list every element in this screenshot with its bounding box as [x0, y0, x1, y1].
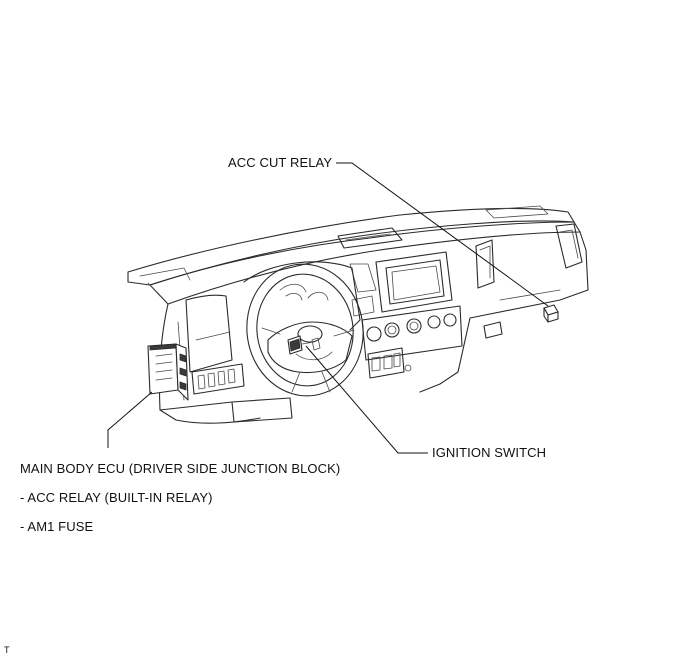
leader-lines	[107, 162, 549, 454]
main-body-ecu-leader	[107, 391, 153, 448]
ignition-switch	[287, 335, 321, 355]
acc-cut-relay	[543, 304, 559, 323]
steering-wheel	[246, 263, 364, 397]
acc-relay-label: - ACC RELAY (BUILT-IN RELAY)	[20, 490, 213, 505]
main-body-ecu	[147, 343, 189, 401]
dashboard-top	[127, 205, 581, 305]
instrument-cluster	[243, 261, 361, 331]
am1-fuse-label: - AM1 FUSE	[20, 519, 94, 534]
dashboard-body	[158, 223, 589, 424]
corner-mark: T	[4, 645, 10, 655]
ignition-switch-leader	[305, 345, 428, 454]
main-body-ecu-label: MAIN BODY ECU (DRIVER SIDE JUNCTION BLOC…	[20, 461, 341, 476]
acc-cut-relay-label: ACC CUT RELAY	[228, 155, 333, 170]
ignition-switch-label: IGNITION SWITCH	[432, 445, 547, 460]
center-console	[349, 251, 463, 379]
left-switch-panel	[191, 363, 245, 395]
acc-cut-relay-leader	[336, 162, 549, 307]
